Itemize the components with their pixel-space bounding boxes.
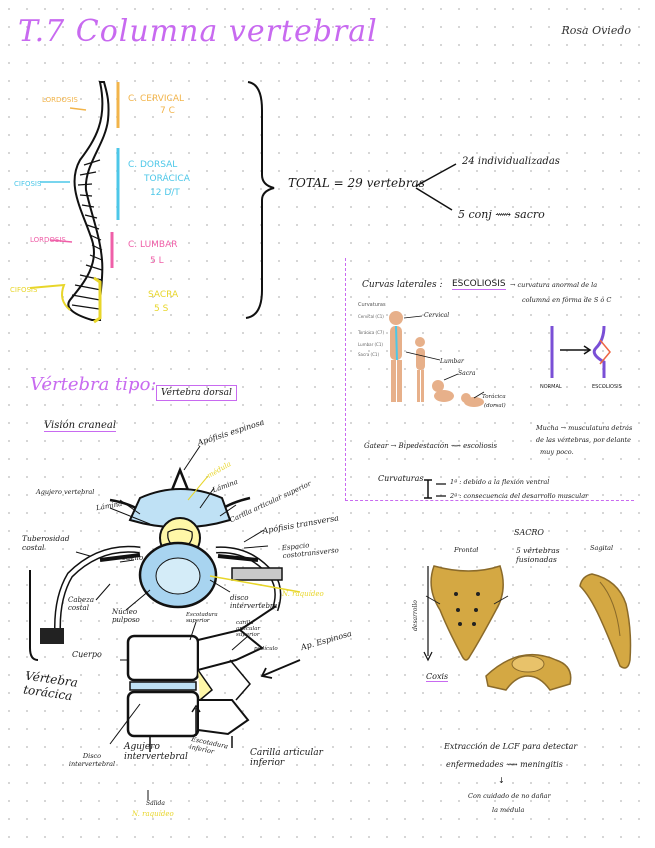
individualizadas-text: 24 individualizadas (462, 156, 560, 167)
lcf-line-2: enfermedades ⟿ meningitis (446, 760, 563, 769)
escoliosis-label: ESCOLIOSIS (452, 279, 506, 290)
page-title: T.7 Columna vertebral (18, 14, 378, 49)
vertebra-top-view (40, 445, 301, 644)
lumbar-count: 5 L (150, 256, 164, 266)
posture-figures (389, 311, 485, 407)
lcf-arrow: ↓ (498, 776, 505, 785)
lumbar-tag: Lumbar (440, 358, 464, 365)
vision-craneal-label: Visión craneal (44, 420, 117, 432)
toracica-tag: Torácica (482, 394, 506, 400)
segunda-curvatura: 2ª : consecuencia del desarrollo muscula… (450, 492, 589, 500)
cuerpo-label: Cuerpo (72, 650, 102, 659)
vertebra-side-view (29, 570, 301, 800)
lordosis-cervical-label: LORDOSIS (42, 96, 78, 104)
sacra-tag: Sacra (458, 370, 476, 377)
n-raquideo-bottom-label: N. raquídeo (132, 810, 174, 818)
disco-intervertebral-label: Disco intervertebral (68, 752, 116, 768)
carilla-art-sup-side-label: carilla articular superior (236, 620, 261, 638)
vertebra-tipo-title: Vértebra tipo: (30, 374, 157, 395)
nucleo-pulposo-label: Núcleo pulposo (112, 608, 140, 624)
curly-brace (245, 81, 275, 319)
tuberosidad-costal-label: Tuberosidad costal (22, 534, 70, 552)
gatear-text: Gatear → Bipedestación ⟿ escoliosis (364, 442, 498, 450)
photo-heading: Curvaturas (358, 302, 386, 308)
toracica-label: TORÁCICA (144, 174, 190, 184)
normal-label: NORMAL (540, 384, 562, 390)
cuello-label: cuello (122, 554, 144, 562)
escotadura-superior-label: Escotadura superior (186, 612, 218, 624)
lumbar-label: C. LUMBAR (128, 240, 178, 250)
photo-row-2: Torácica (C7) (358, 330, 384, 335)
salida-label: Salida (146, 800, 165, 807)
coxis-label: Coxis (426, 672, 449, 682)
agujero-intervertebral-label: Agujero intervertebral (124, 742, 188, 762)
sacro-title: SACRO (514, 528, 544, 537)
escoliosis-diagram-label: ESCOLIOSIS (592, 384, 622, 390)
lateral-curves-box (345, 258, 634, 501)
disco-intervertebral-top-label: disco intervertebral (230, 594, 280, 610)
lcf-line-1: Extracción de LCF para detectar (444, 742, 578, 751)
sacra-count: 5 S (154, 304, 169, 314)
photo-row-3: Lumbar (C1) (358, 342, 383, 347)
lcf-line-4: la médula (492, 806, 525, 814)
cervical-count: 7 C (160, 106, 175, 116)
curvatura-anormal-text: → curvatura anormal de la (510, 281, 598, 289)
mucha-text-1: Mucha → musculatura detrás (536, 424, 633, 432)
author-name: Rosa Oviedo (561, 24, 631, 37)
sacra-label: SACRA (148, 290, 179, 300)
agujero-vertebral-label: Agujero vertebral (36, 488, 95, 496)
frontal-label: Frontal (454, 546, 479, 554)
mucha-text-3: muy poco. (540, 448, 574, 456)
primera-curvatura: 1ª : debido a la flexión ventral (450, 478, 550, 486)
cervical-tag: Cervical (424, 312, 450, 319)
photo-row-1: Cervical (C1) (358, 314, 384, 319)
carilla-articular-inferior-label: Carilla articular inferior (250, 748, 323, 768)
sacrum-drawings (423, 565, 632, 691)
desarrollo-label: desarrollo (411, 600, 419, 631)
photo-row-4: Sacra (C1) (358, 352, 380, 357)
cabeza-costal-label: Cabeza costal (68, 596, 95, 612)
curvaturas-label: Curvaturas (378, 474, 424, 483)
vertebras-fusionadas-label: 5 vértebras fusionadas (516, 546, 560, 564)
lcf-line-3: Con cuidado de no dañar (468, 792, 551, 800)
dorsal-count: 12 D/T (150, 188, 180, 198)
cifosis-sacra-label: CIFOSIS (10, 286, 38, 294)
lordosis-lumbar-label: LORDOSIS (30, 236, 66, 244)
mucha-text-2: de las vértebras, por delante (536, 436, 631, 444)
dorsal-tag: (dorsal) (484, 403, 506, 409)
spine-drawing (29, 81, 120, 324)
vertebra-dorsal-box: Vértebra dorsal (156, 385, 237, 401)
dorsal-label: C. DORSAL (128, 160, 178, 170)
forma-s-c-text: columna en forma de S o C (522, 296, 612, 304)
total-vertebras: TOTAL = 29 vertebras (288, 176, 425, 190)
n-raquideo-label: N. raquídeo (282, 590, 324, 598)
cifosis-label: CIFOSIS (14, 180, 42, 188)
sacro-conj-text: 5 conj ⟿ sacro (458, 208, 545, 221)
pediculo-label: pedículo (254, 646, 278, 652)
sagital-label: Sagital (590, 544, 614, 552)
curvas-laterales-label: Curvas laterales : (362, 280, 443, 290)
cervical-label: C. CERVICAL (128, 94, 185, 104)
